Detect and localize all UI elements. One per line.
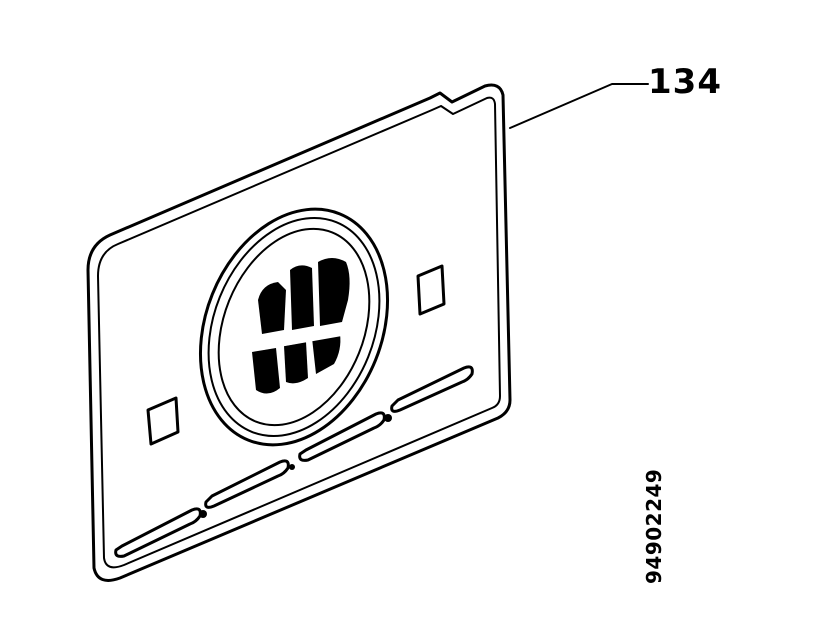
slot-divider-1 [199, 510, 207, 518]
recess-outer-ring [198, 207, 390, 447]
recess-inner-ring [217, 227, 371, 427]
part-number-label: 134 [648, 62, 722, 102]
slot-2 [204, 459, 290, 509]
plate-inner-edge [97, 96, 501, 569]
square-hole-right [416, 264, 446, 316]
slot-1 [114, 507, 202, 558]
slot-divider-2 [289, 464, 295, 470]
square-hole-left [146, 396, 180, 446]
slot-4 [390, 365, 474, 413]
drawing-code: 94902249 [642, 468, 666, 584]
plate-outline [86, 83, 512, 582]
perforation-pattern [252, 258, 350, 394]
slot-3 [298, 411, 386, 462]
leader-line [509, 83, 649, 129]
slot-divider-3 [384, 414, 392, 422]
recess-middle-ring [207, 217, 381, 437]
